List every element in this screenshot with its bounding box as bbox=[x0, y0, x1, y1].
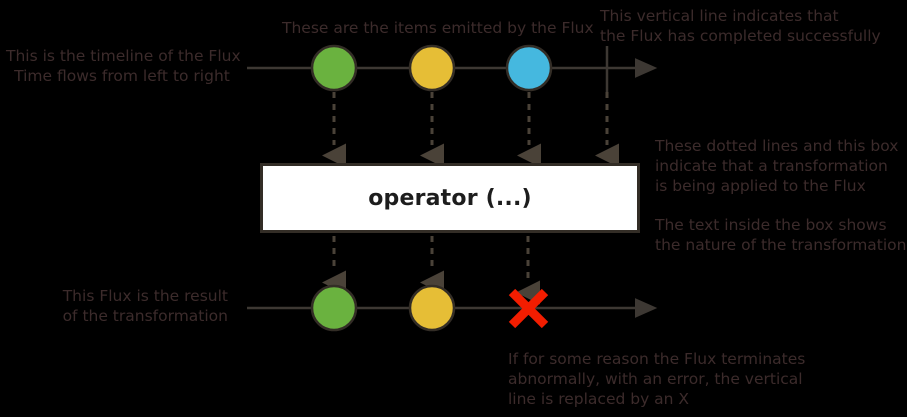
annotation-dotted-lines-box: These dotted lines and this box indicate… bbox=[655, 137, 899, 195]
source-blue-marble bbox=[505, 44, 553, 92]
source-marbles bbox=[310, 44, 553, 92]
dotted-arrows-out-of-box bbox=[322, 236, 540, 305]
annotation-error-x: If for some reason the Flux terminates a… bbox=[508, 350, 806, 408]
error-x-icon bbox=[508, 288, 549, 329]
source-green-marble bbox=[310, 44, 358, 92]
operator-box[interactable]: operator (...) bbox=[260, 163, 640, 233]
annotation-timeline-left: This is the timeline of the Flux Time fl… bbox=[6, 47, 241, 85]
result-green-marble bbox=[310, 284, 358, 332]
operator-box-label: operator (...) bbox=[368, 185, 532, 211]
annotation-items-emitted: These are the items emitted by the Flux bbox=[282, 19, 594, 37]
result-marbles bbox=[310, 284, 456, 332]
result-yellow-marble bbox=[408, 284, 456, 332]
annotation-completion-line: This vertical line indicates that the Fl… bbox=[600, 7, 881, 45]
annotation-result-flux: This Flux is the result of the transform… bbox=[62, 287, 228, 325]
source-yellow-marble bbox=[408, 44, 456, 92]
annotation-box-text-meaning: The text inside the box shows the nature… bbox=[655, 216, 907, 254]
dotted-arrows-into-box bbox=[322, 92, 619, 168]
